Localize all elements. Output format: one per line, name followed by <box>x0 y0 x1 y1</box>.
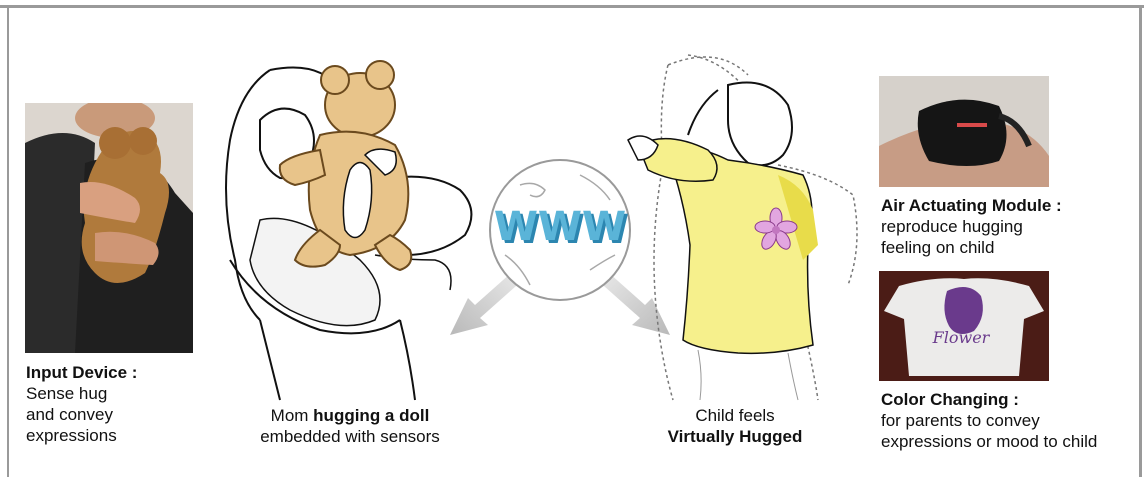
input-device-line-2: and convey <box>26 404 206 425</box>
input-device-line-1: Sense hug <box>26 383 206 404</box>
input-device-title: Input Device : <box>26 362 206 383</box>
color-changing-line-1: for parents to convey <box>881 410 1141 431</box>
color-changing-shirt-photo: Flower <box>879 271 1049 381</box>
air-module-line-1: reproduce hugging <box>881 216 1136 237</box>
air-actuating-module-photo <box>879 76 1049 187</box>
child-caption-line-2: Virtually Hugged <box>640 426 830 447</box>
www-icon: WWW WWW <box>494 204 629 253</box>
air-module-caption: Air Actuating Module : reproduce hugging… <box>881 195 1136 258</box>
shirt-print-text: Flower <box>932 328 991 347</box>
color-changing-caption: Color Changing : for parents to convey e… <box>881 389 1141 452</box>
color-changing-line-2: expressions or mood to child <box>881 431 1141 452</box>
mom-caption-prefix: Mom <box>271 406 314 425</box>
input-device-photo <box>25 103 193 353</box>
child-caption: Child feels Virtually Hugged <box>640 405 830 447</box>
mom-caption-line-2: embedded with sensors <box>235 426 465 447</box>
air-module-title: Air Actuating Module : <box>881 195 1136 216</box>
frame-border-top <box>0 5 1144 8</box>
frame-border-left <box>7 5 9 477</box>
mom-caption: Mom hugging a doll embedded with sensors <box>235 405 465 447</box>
www-label: WWW <box>494 204 626 250</box>
input-device-line-3: expressions <box>26 425 206 446</box>
input-device-caption: Input Device : Sense hug and convey expr… <box>26 362 206 446</box>
mom-caption-line-1: Mom hugging a doll <box>235 405 465 426</box>
child-hugged-illustration <box>628 45 858 405</box>
air-module-line-2: feeling on child <box>881 237 1136 258</box>
child-caption-line-1: Child feels <box>640 405 830 426</box>
mom-caption-bold: hugging a doll <box>313 406 429 425</box>
yellow-shirt <box>638 139 818 354</box>
color-changing-title: Color Changing : <box>881 389 1141 410</box>
